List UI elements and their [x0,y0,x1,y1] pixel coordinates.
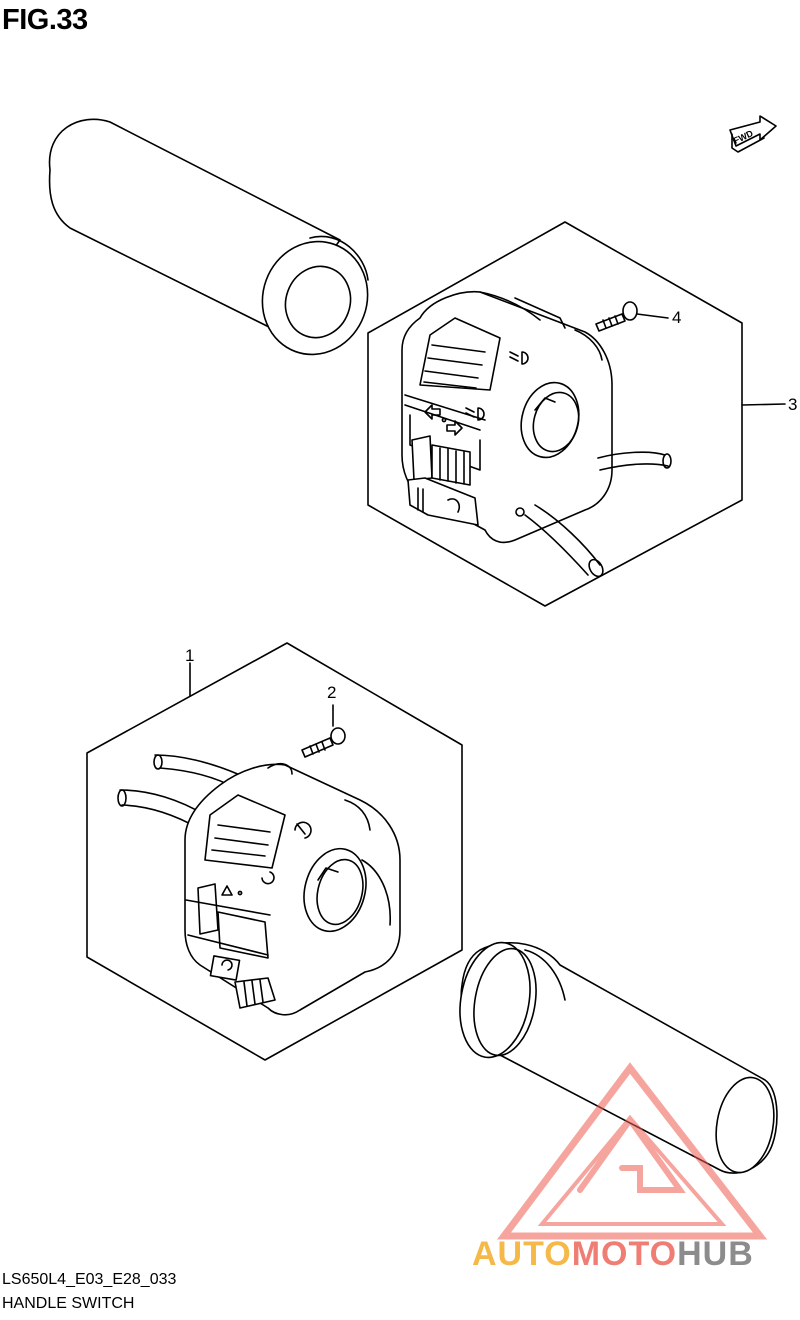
watermark-logo [497,1062,768,1240]
screw-2 [301,704,346,758]
grip-upper [48,118,369,356]
callout-4: 4 [672,308,682,327]
watermark-moto: MOTO [571,1235,678,1273]
watermark-auto: AUTO [472,1235,572,1273]
right-handlebar-switch [401,290,672,578]
left-switch-box [86,642,463,1061]
grip-lower [459,941,778,1174]
leader-3 [741,403,786,406]
callout-1: 1 [185,646,195,665]
fwd-arrow-icon [729,115,777,153]
callout-2: 2 [327,683,337,702]
right-switch-box [367,221,743,607]
watermark-hub: HUB [677,1235,754,1273]
figure-title: FIG.33 [2,4,88,36]
screw-4 [595,301,669,332]
left-handlebar-switch [117,754,401,1016]
figure-name: HANDLE SWITCH [2,1295,135,1312]
figure-code: LS650L4_E03_E28_033 [2,1271,177,1288]
callout-3: 3 [788,395,798,414]
watermark-text: AUTOMOTOHUB [472,1235,754,1274]
